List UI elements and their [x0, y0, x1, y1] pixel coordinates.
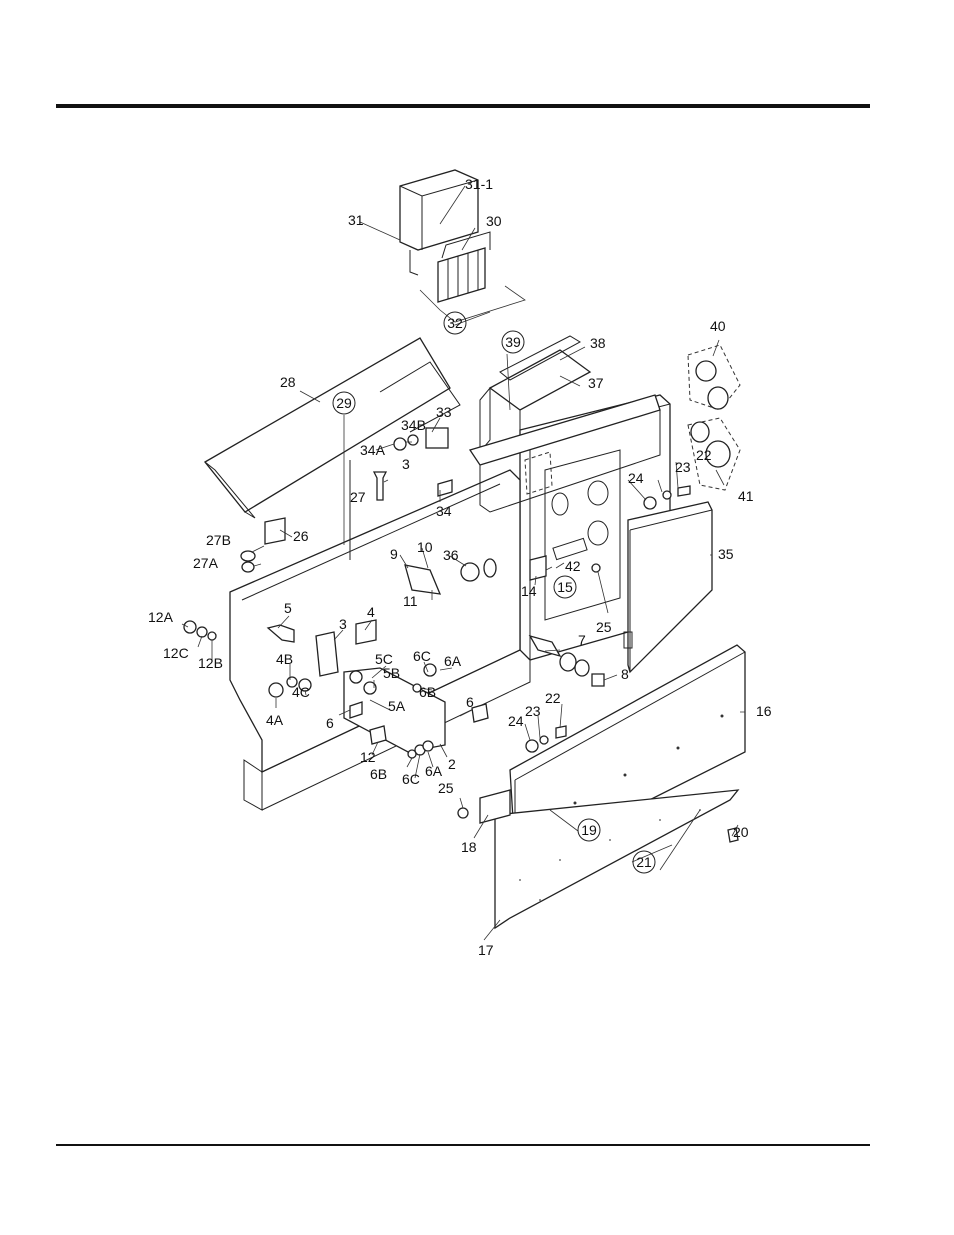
- callout-6A-upper: 6A: [444, 653, 462, 669]
- callout-39: 39: [502, 331, 524, 353]
- callout-12C: 12C: [163, 645, 189, 661]
- callout-30: 30: [486, 213, 502, 229]
- callout-34A: 34A: [360, 442, 386, 458]
- callout-12B: 12B: [198, 655, 223, 671]
- callout-18: 18: [461, 839, 477, 855]
- callout-42: 42: [565, 558, 581, 574]
- svg-text:19: 19: [581, 822, 597, 838]
- callout-29: 29: [333, 392, 355, 414]
- callout-24-lower: 24: [508, 713, 524, 729]
- callout-31-1: 31-1: [465, 176, 493, 192]
- callout-27B: 27B: [206, 532, 231, 548]
- callout-6A-lower: 6A: [425, 763, 443, 779]
- svg-text:29: 29: [336, 395, 352, 411]
- callout-3-lower: 3: [339, 616, 347, 632]
- callout-10: 10: [417, 539, 433, 555]
- callout-9: 9: [390, 546, 398, 562]
- callout-4-upper: 4: [367, 604, 375, 620]
- callout-34B: 34B: [401, 417, 426, 433]
- callout-16: 16: [756, 703, 772, 719]
- callout-35: 35: [718, 546, 734, 562]
- callout-5-upper: 5: [284, 600, 292, 616]
- callout-24-upper: 24: [628, 470, 644, 486]
- side-frame: [230, 460, 530, 810]
- svg-text:39: 39: [505, 334, 521, 350]
- callout-26: 26: [293, 528, 309, 544]
- callout-17: 17: [478, 942, 494, 958]
- callout-6C-lower: 6C: [402, 771, 420, 787]
- callout-6-left: 6: [326, 715, 334, 731]
- callout-22-lower: 22: [545, 690, 561, 706]
- callout-2: 2: [448, 756, 456, 772]
- callout-37: 37: [588, 375, 604, 391]
- callout-15: 15: [554, 576, 576, 598]
- callout-5A: 5A: [388, 698, 406, 714]
- callout-3-upper: 3: [402, 456, 410, 472]
- callout-34: 34: [436, 503, 452, 519]
- callout-27: 27: [350, 489, 366, 505]
- receptacle-assemblies: [688, 345, 740, 490]
- svg-text:32: 32: [447, 315, 463, 331]
- callout-20: 20: [733, 824, 749, 840]
- callout-4A: 4A: [266, 712, 284, 728]
- callout-40: 40: [710, 318, 726, 334]
- callout-22-upper: 22: [696, 447, 712, 463]
- callout-25-lower: 25: [438, 780, 454, 796]
- callout-6B-lower: 6B: [370, 766, 387, 782]
- callout-25-upper: 25: [596, 619, 612, 635]
- callout-8: 8: [621, 666, 629, 682]
- callout-7: 7: [578, 632, 586, 648]
- callout-11: 11: [403, 593, 418, 609]
- callout-4B: 4B: [276, 651, 293, 667]
- callout-28: 28: [280, 374, 296, 390]
- callout-27A: 27A: [193, 555, 219, 571]
- insulation-board: [495, 790, 738, 928]
- callout-19: 19: [578, 819, 600, 841]
- callout-14: 14: [521, 583, 537, 599]
- callout-32: 32: [444, 312, 466, 334]
- callout-12: 12: [360, 749, 376, 765]
- breaker-cover-assembly: [400, 170, 525, 322]
- callout-41: 41: [738, 488, 754, 504]
- callout-6-right: 6: [466, 694, 474, 710]
- callout-23-upper: 23: [675, 459, 691, 475]
- callout-23-lower: 23: [525, 703, 541, 719]
- svg-text:21: 21: [636, 854, 652, 870]
- callout-33: 33: [436, 404, 452, 420]
- callout-38: 38: [590, 335, 606, 351]
- callout-6C-upper: 6C: [413, 648, 431, 664]
- front-panel: [624, 502, 712, 672]
- callout-31: 31: [348, 212, 364, 228]
- callout-36: 36: [443, 547, 459, 563]
- callout-4C: 4C: [292, 684, 310, 700]
- callout-5B: 5B: [383, 665, 400, 681]
- callout-21: 21: [633, 851, 655, 873]
- callout-12A: 12A: [148, 609, 174, 625]
- callout-6B-upper: 6B: [419, 684, 436, 700]
- svg-text:15: 15: [557, 579, 573, 595]
